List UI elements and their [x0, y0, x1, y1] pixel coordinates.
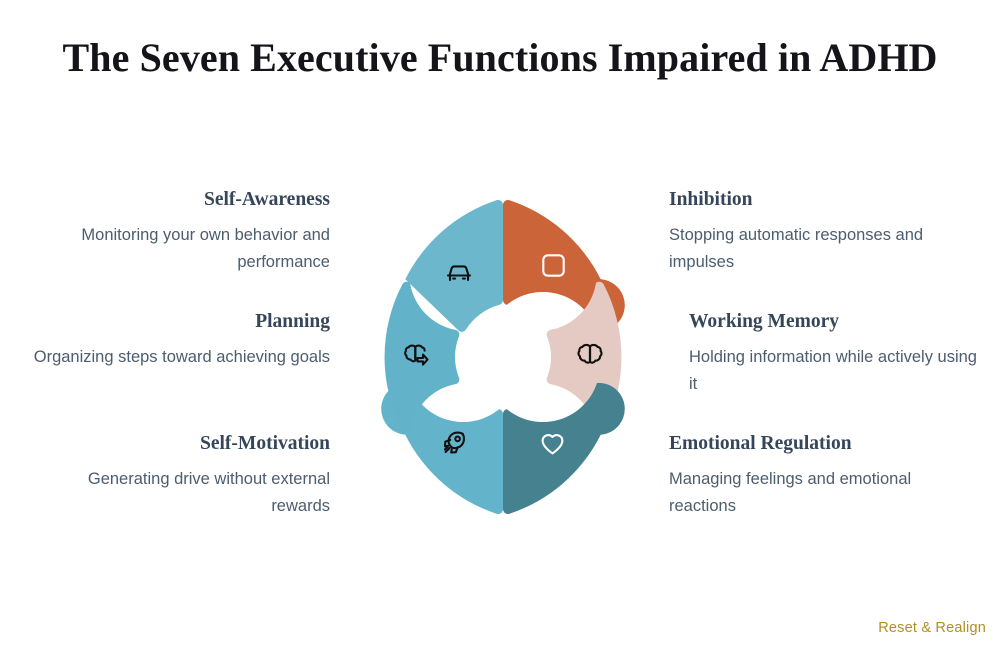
- page-title: The Seven Executive Functions Impaired i…: [62, 35, 938, 80]
- brain-icon: [577, 343, 603, 364]
- function-block-inhibition: Inhibition Stopping automatic responses …: [669, 188, 979, 276]
- function-heading-working-memory: Working Memory: [689, 311, 840, 332]
- donut-segment-emotional-regulation[interactable]: [503, 382, 625, 515]
- executive-functions-donut-chart: [343, 197, 663, 517]
- function-description-emotional-regulation: Managing feelings and emotional reaction…: [669, 470, 912, 516]
- function-block-emotional-regulation: Emotional Regulation Managing feelings a…: [669, 432, 979, 520]
- function-block-planning: Planning Organizing steps toward achievi…: [30, 310, 330, 371]
- function-heading-inhibition: Inhibition: [669, 189, 753, 210]
- donut-segment-planning[interactable]: [384, 281, 460, 433]
- function-block-working-memory: Working Memory Holding information while…: [689, 310, 989, 398]
- car-icon: [446, 265, 472, 282]
- rounded-square-icon: [542, 254, 565, 277]
- rocket-icon: [443, 431, 465, 454]
- function-description-working-memory: Holding information while actively using…: [689, 348, 977, 394]
- function-heading-planning: Planning: [255, 311, 330, 332]
- function-description-self-awareness: Monitoring your own behavior and perform…: [81, 226, 330, 272]
- function-heading-emotional-regulation: Emotional Regulation: [669, 433, 852, 454]
- function-description-self-motivation: Generating drive without external reward…: [87, 470, 330, 516]
- function-description-inhibition: Stopping automatic responses and impulse…: [669, 226, 924, 272]
- footer-brand-label: Reset & Realign: [878, 620, 986, 636]
- donut-segment-self-awareness[interactable]: [405, 199, 504, 332]
- function-description-planning: Organizing steps toward achieving goals: [33, 348, 330, 367]
- function-block-self-motivation: Self-Motivation Generating drive without…: [30, 432, 330, 520]
- function-heading-self-awareness: Self-Awareness: [203, 189, 330, 210]
- brain-arrow-icon: [404, 344, 429, 366]
- function-block-self-awareness: Self-Awareness Monitoring your own behav…: [30, 188, 330, 276]
- function-heading-self-motivation: Self-Motivation: [200, 433, 330, 454]
- heart-icon: [541, 434, 564, 455]
